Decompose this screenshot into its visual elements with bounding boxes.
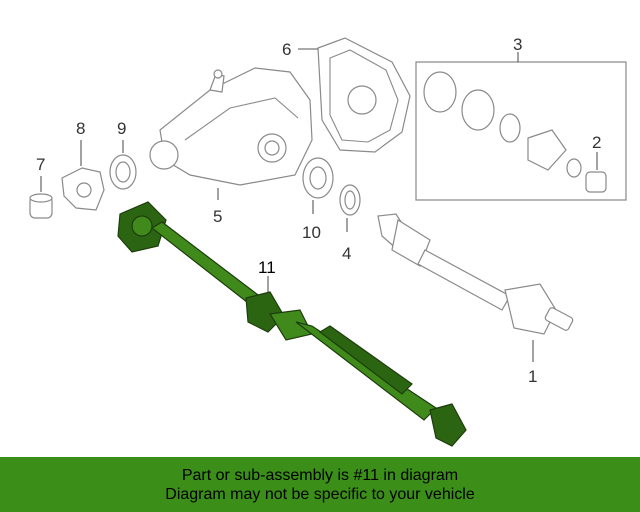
part-10-seal bbox=[302, 157, 334, 199]
part-4-ring bbox=[339, 184, 361, 216]
callout-3: 3 bbox=[513, 35, 522, 54]
part-7-nut bbox=[29, 193, 53, 219]
part-3-boot-kit bbox=[415, 61, 627, 201]
callout-5: 5 bbox=[213, 207, 222, 226]
parts-diagram: 6 5 9 8 7 10 4 bbox=[29, 35, 627, 447]
part-5-differential bbox=[149, 67, 313, 186]
part-6-cover bbox=[317, 37, 411, 153]
notice-banner: Part or sub-assembly is #11 in diagram D… bbox=[0, 457, 640, 512]
part-9-seal bbox=[109, 154, 137, 190]
callout-11: 11 bbox=[258, 258, 276, 277]
callout-10: 10 bbox=[302, 223, 321, 242]
callout-8: 8 bbox=[76, 119, 85, 138]
banner-line-1: Part or sub-assembly is #11 in diagram bbox=[181, 466, 459, 484]
part-8-flange bbox=[61, 167, 105, 211]
part-1-axle-shaft bbox=[377, 213, 574, 335]
callout-4: 4 bbox=[342, 244, 351, 263]
part-11-propeller-shaft bbox=[117, 201, 467, 447]
callout-9: 9 bbox=[117, 119, 126, 138]
banner-line-2: Diagram may not be specific to your vehi… bbox=[165, 485, 475, 503]
callout-1: 1 bbox=[528, 367, 537, 386]
callout-6: 6 bbox=[282, 40, 291, 59]
callout-2: 2 bbox=[592, 133, 601, 152]
callout-7: 7 bbox=[36, 155, 45, 174]
